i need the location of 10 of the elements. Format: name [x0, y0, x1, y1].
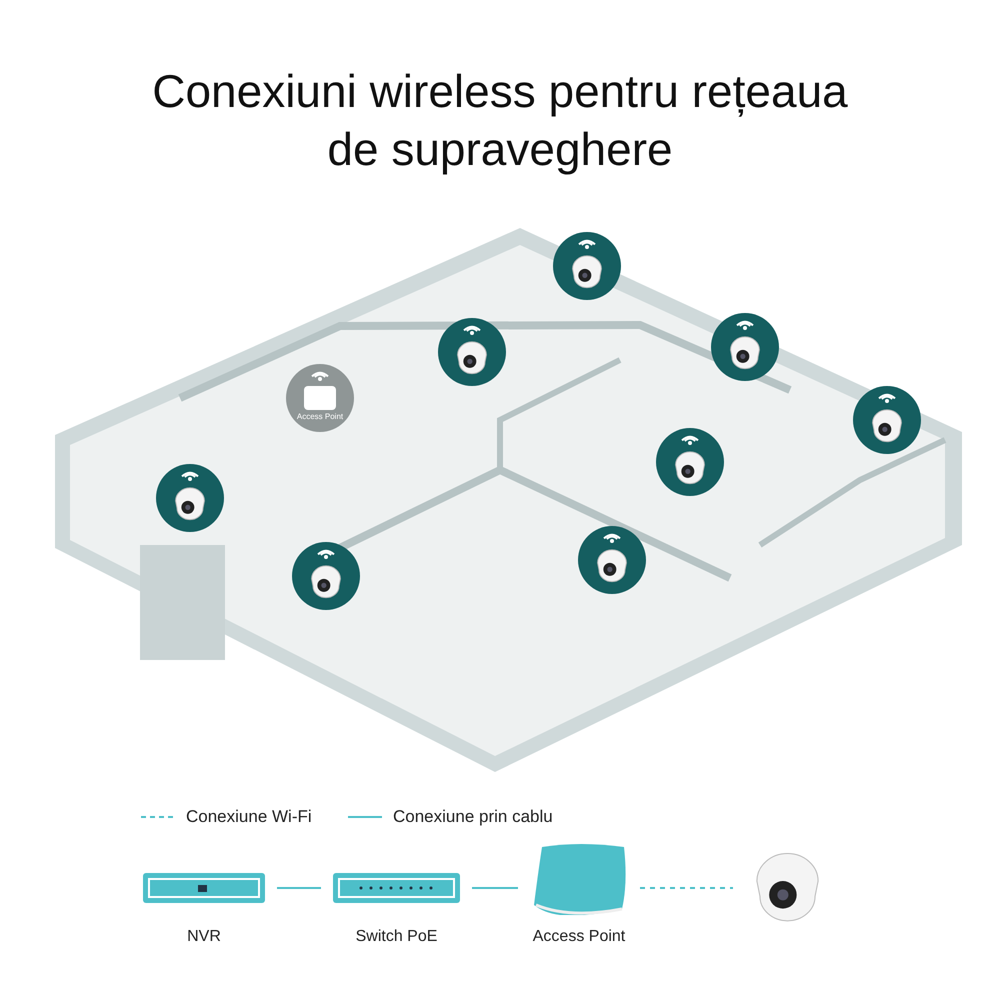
legend-label: Conexiune prin cablu — [393, 807, 553, 827]
device-label: Switch PoE — [354, 928, 438, 946]
legend-label: Conexiune Wi-Fi — [186, 807, 312, 827]
device-label: Access Point — [296, 412, 344, 421]
device-label: Access Point — [532, 928, 626, 946]
device-label: NVR — [186, 928, 222, 946]
connection-line — [472, 887, 518, 889]
connection-line — [640, 887, 733, 889]
title-heading: Conexiuni wireless pentru rețeaua de supraveghere — [151, 64, 849, 177]
connection-line — [277, 887, 321, 889]
